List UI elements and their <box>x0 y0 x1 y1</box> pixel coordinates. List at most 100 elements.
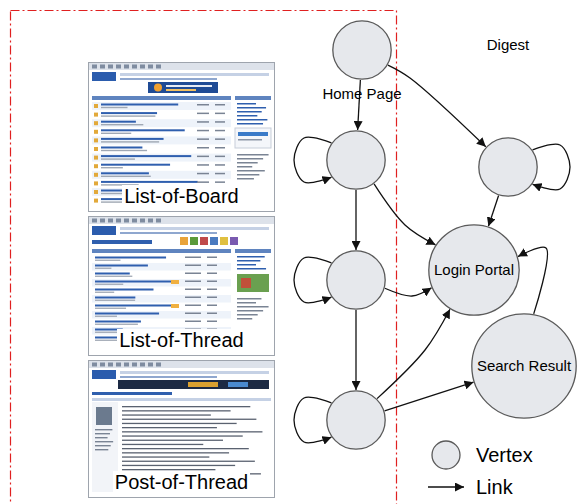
row-icon <box>94 190 98 194</box>
toolbar-button <box>156 363 161 367</box>
legend-sample <box>426 440 466 470</box>
author-info <box>95 449 108 450</box>
sidebar-ad <box>235 128 271 148</box>
row-link <box>95 273 130 275</box>
vertex-circle: Home Page <box>332 20 392 80</box>
sidebar-text <box>237 314 258 316</box>
vertex-shape <box>326 390 386 450</box>
sidebar-ad-logo <box>238 132 268 136</box>
vertex-circle: Search Result <box>471 313 577 419</box>
row-text <box>95 260 120 261</box>
banner-icon <box>190 237 198 245</box>
sidebar-text <box>237 162 258 164</box>
banner-detail <box>228 382 248 387</box>
nav-links <box>120 232 217 234</box>
row-link <box>101 181 198 183</box>
page-screenshot: List-of-Thread <box>88 216 275 356</box>
vertex-outline <box>333 21 391 79</box>
screenshot-label: List-of-Board <box>122 185 241 208</box>
vertex-circle: Login Portal <box>428 224 520 316</box>
row-link <box>95 265 148 267</box>
row-count <box>197 130 209 132</box>
row-count <box>215 121 225 123</box>
site-logo <box>92 370 116 379</box>
row-link <box>101 129 185 131</box>
sidebar-image <box>237 274 269 292</box>
row-text <box>95 324 138 325</box>
browser-toolbar <box>89 361 274 368</box>
sidebar-text <box>237 318 252 320</box>
row-count <box>215 113 225 115</box>
site-logo <box>92 226 116 235</box>
banner-icon <box>230 237 238 245</box>
sidebar-text <box>237 166 252 168</box>
sidebar-link <box>237 123 263 125</box>
page-title <box>92 240 152 244</box>
author-avatar <box>96 407 112 425</box>
row-count <box>197 113 209 115</box>
toolbar-button <box>148 363 153 367</box>
toolbar-button <box>156 65 161 69</box>
row-count <box>197 147 209 149</box>
sidebar-text <box>237 302 256 304</box>
post-text <box>122 444 203 445</box>
row-count <box>197 138 209 140</box>
row-icon <box>94 199 98 203</box>
row-count <box>207 289 217 291</box>
row-link <box>101 172 149 174</box>
row-link <box>95 257 166 259</box>
table-header <box>92 96 231 100</box>
row-text <box>95 316 117 317</box>
row-text <box>95 292 114 293</box>
row-text <box>95 308 126 309</box>
post-text <box>122 452 229 453</box>
post-text <box>122 406 250 407</box>
vertex-label: Login Portal <box>434 261 514 279</box>
vertex-outline <box>472 314 576 418</box>
row-text <box>95 268 111 269</box>
toolbar-button <box>148 65 153 69</box>
post-text <box>122 423 237 424</box>
row-count <box>207 281 217 283</box>
sidebar-text <box>237 154 269 156</box>
toolbar-button <box>124 219 129 223</box>
author-info <box>95 445 111 446</box>
row-author <box>185 305 201 307</box>
toolbar-button <box>100 363 105 367</box>
row-text <box>101 133 131 134</box>
row-link <box>95 297 135 299</box>
row-count <box>197 173 209 175</box>
row-text <box>101 115 155 116</box>
vertex-shape <box>478 137 538 197</box>
vertex-outline <box>327 131 385 189</box>
sidebar-link <box>237 115 257 117</box>
toolbar-button <box>132 219 137 223</box>
sidebar-link <box>237 111 262 113</box>
row-author <box>185 313 201 315</box>
link-arrow <box>374 184 435 245</box>
nav-bar <box>120 73 269 76</box>
row-text <box>101 176 151 177</box>
vertex-shape <box>332 20 392 80</box>
row-link <box>101 112 157 114</box>
banner-icon <box>200 237 208 245</box>
row-text <box>101 167 123 168</box>
row-count <box>215 104 225 106</box>
screenshot-frame <box>89 63 275 212</box>
nav-links <box>120 78 217 80</box>
site-logo <box>92 72 116 81</box>
link-arrow <box>355 190 356 250</box>
row-text <box>101 150 147 151</box>
vertex-label: Search Result <box>477 357 571 375</box>
link-arrow <box>355 310 356 390</box>
row-link <box>101 147 142 149</box>
table-row <box>92 295 231 303</box>
link-arrow <box>518 247 547 314</box>
link-arrow <box>388 65 486 147</box>
sidebar-text <box>237 306 269 308</box>
sidebar-link <box>237 260 260 262</box>
table-header <box>92 249 231 253</box>
toolbar-button <box>108 363 113 367</box>
nav-bar <box>120 227 269 230</box>
row-count <box>215 138 225 140</box>
